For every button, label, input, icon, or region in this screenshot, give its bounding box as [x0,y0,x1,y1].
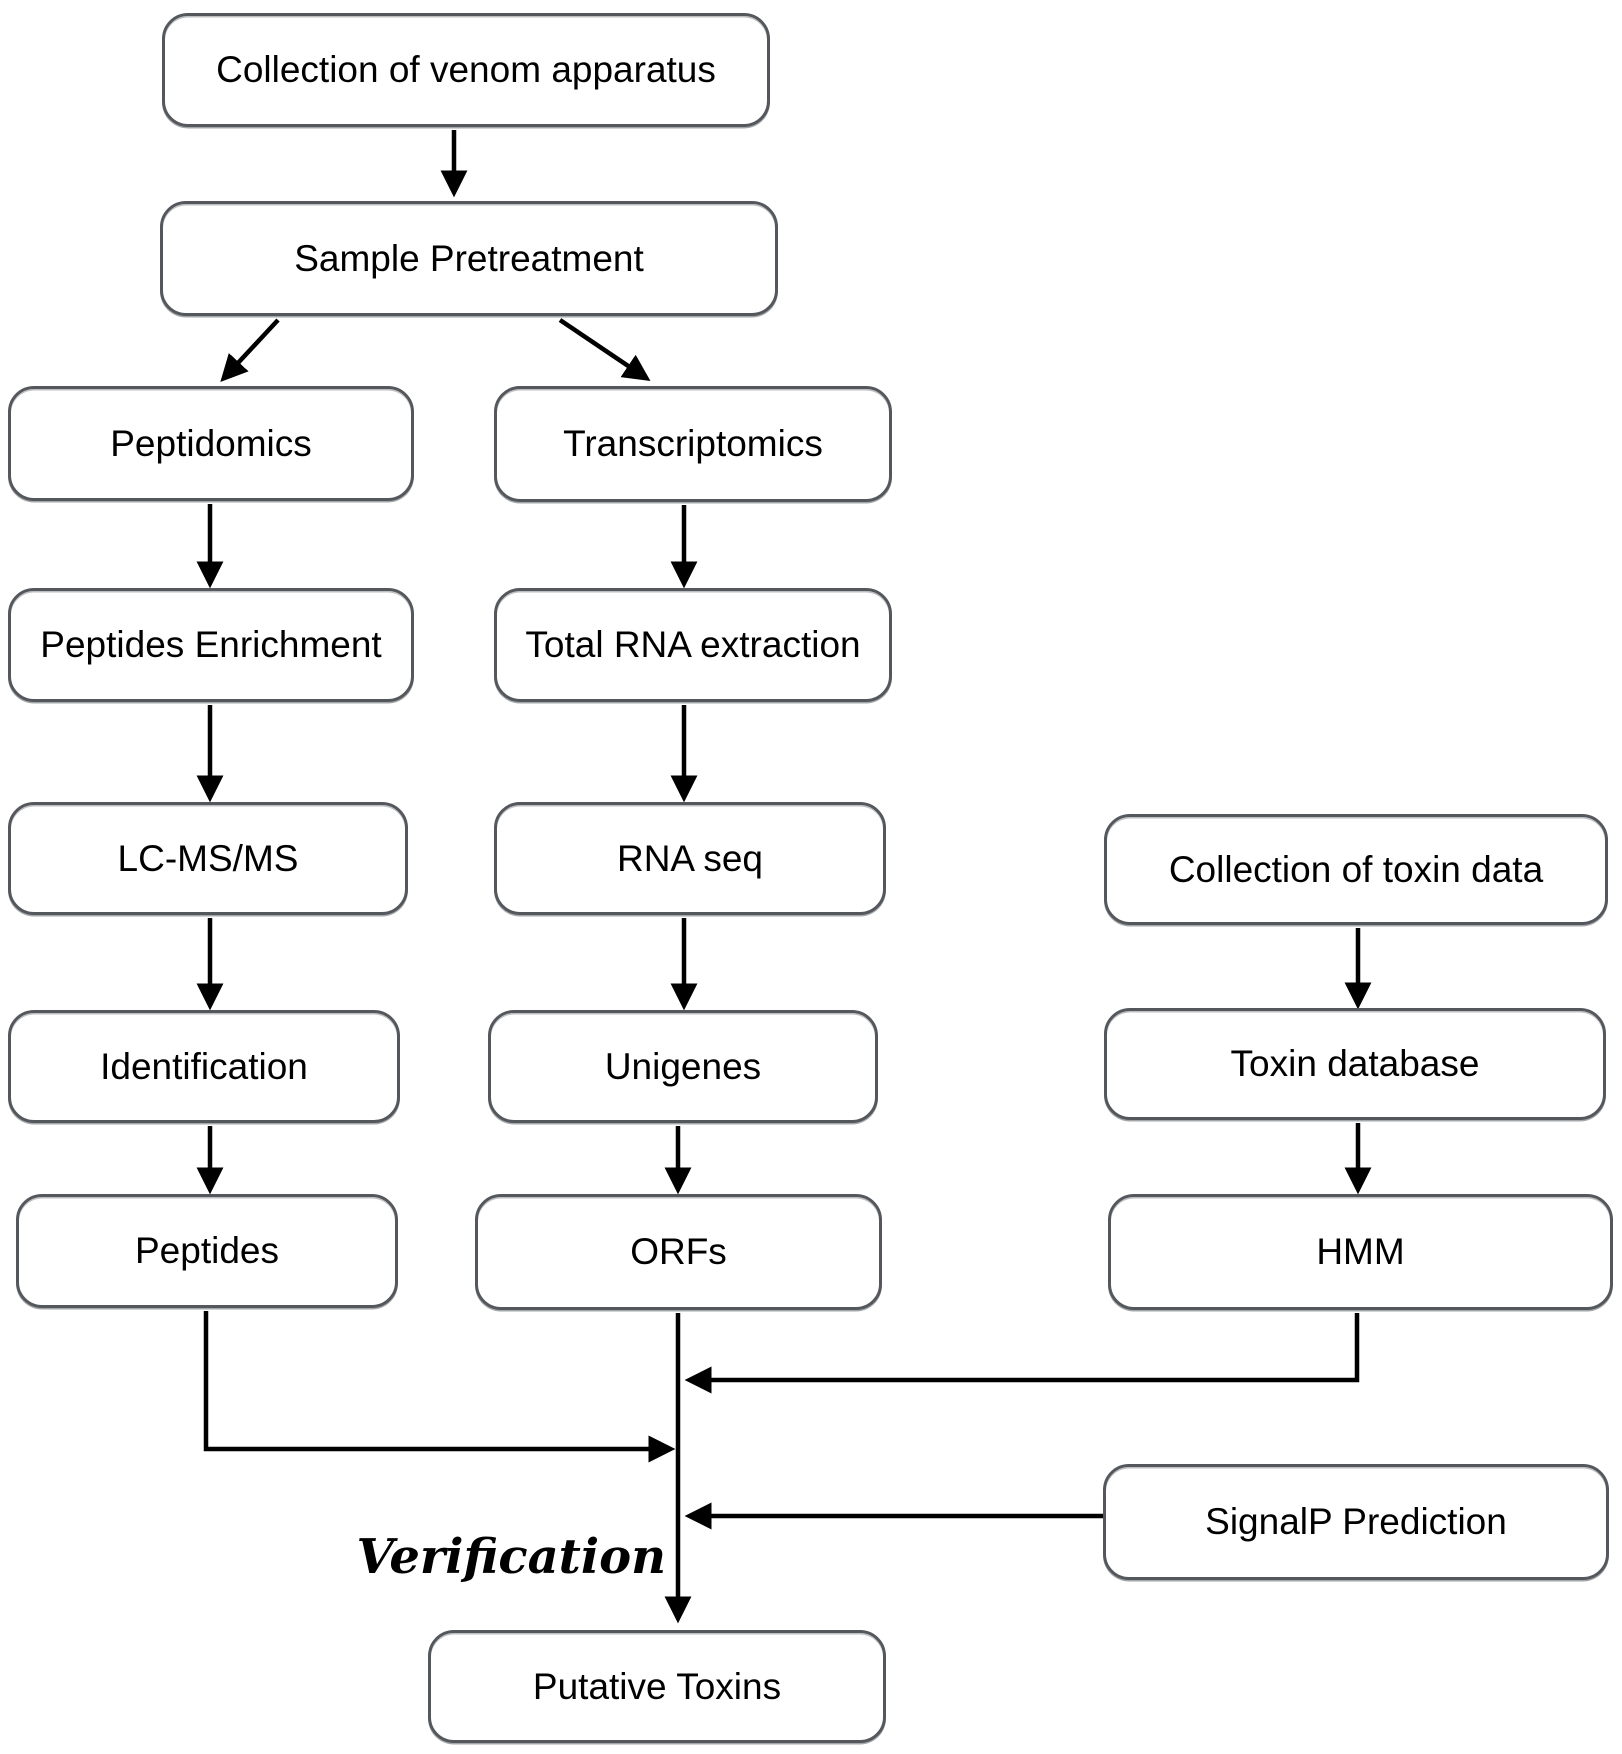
node-transcriptomics: Transcriptomics [494,386,892,502]
node-label: Peptides [135,1230,279,1271]
node-label: Peptides Enrichment [40,624,382,665]
node-collection-of-toxin-data: Collection of toxin data [1104,814,1608,925]
node-identification: Identification [8,1010,400,1123]
node-label: Toxin database [1230,1043,1480,1084]
verification-annotation: Verification [356,1529,666,1585]
node-label: Transcriptomics [563,423,823,464]
node-total-rna-extraction: Total RNA extraction [494,588,892,702]
node-hmm: HMM [1108,1194,1613,1310]
node-peptides-enrichment: Peptides Enrichment [8,588,414,702]
node-label: ORFs [630,1231,727,1272]
node-label: Identification [100,1045,308,1087]
node-orfs: ORFs [475,1194,882,1310]
node-label: Collection of venom apparatus [216,49,716,90]
node-sample-pretreatment: Sample Pretreatment [160,201,778,316]
edge-peptides-to-mainline [203,1311,676,1463]
node-rna-seq: RNA seq [494,802,886,915]
node-label: Total RNA extraction [525,624,861,665]
node-peptidomics: Peptidomics [8,386,414,501]
edge-pretreatment-to-peptidomics [220,318,280,382]
node-label: Collection of toxin data [1168,848,1544,890]
node-unigenes: Unigenes [488,1010,878,1123]
node-label: RNA seq [616,837,763,879]
node-label: LC-MS/MS [117,837,299,879]
node-signalp-prediction: SignalP Prediction [1103,1464,1609,1580]
node-label: Unigenes [604,1045,762,1087]
node-label: Putative Toxins [532,1665,782,1707]
node-putative-toxins: Putative Toxins [428,1630,886,1743]
node-collection-of-venom-apparatus: Collection of venom apparatus [162,13,770,127]
node-label: HMM [1316,1231,1405,1272]
node-lc-ms-ms: LC-MS/MS [8,802,408,915]
node-peptides: Peptides [16,1194,398,1308]
node-label: Sample Pretreatment [294,237,644,279]
node-toxin-database: Toxin database [1104,1008,1606,1120]
edge-hmm-to-mainline [684,1313,1360,1394]
node-label: Peptidomics [110,422,312,464]
edge-pretreatment-to-transcriptomics [558,318,651,382]
node-label: SignalP Prediction [1205,1501,1507,1542]
